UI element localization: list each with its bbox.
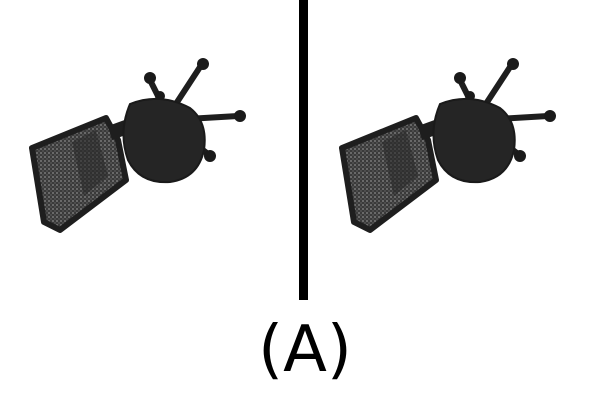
option-label: (A)	[258, 313, 352, 387]
left-chair-panel	[0, 0, 300, 300]
office-chair-image	[29, 58, 246, 233]
vertical-divider	[299, 0, 308, 300]
office-chair-image	[339, 58, 556, 233]
right-chair-panel	[310, 0, 610, 300]
